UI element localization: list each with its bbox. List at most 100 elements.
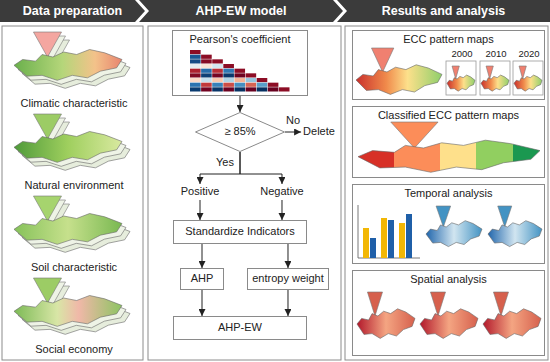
flow-arrow [202, 244, 203, 268]
flow-arrow [200, 200, 201, 220]
node-label: Standardize Indicators [185, 225, 294, 238]
flow-arrow [240, 152, 282, 184]
heatmap-cell [212, 69, 223, 73]
node-label: AHP-EW model [196, 4, 287, 19]
basin-map [14, 132, 122, 163]
heatmap-cell [190, 83, 201, 87]
heatmap-cell [279, 87, 290, 91]
bar [370, 238, 376, 258]
map-wedge [493, 292, 508, 316]
node-label: Positive [181, 185, 220, 198]
heatmap-cell [201, 55, 212, 59]
heatmap-cell [234, 87, 245, 91]
basin-map [447, 75, 475, 91]
heatmap-cell [246, 87, 257, 91]
year-label: 2010 [485, 48, 506, 59]
heatmap-cell [268, 87, 279, 91]
heatmap-cell [190, 55, 201, 59]
map-wedge [33, 196, 61, 221]
node-label: Temporal analysis [404, 187, 492, 200]
heatmap-cell [201, 83, 212, 87]
heatmap-cell [246, 73, 257, 77]
node-label: Data preparation [23, 4, 122, 19]
basin-map [514, 75, 542, 91]
node-label: Classified ECC pattern maps [378, 109, 519, 122]
process-box: AHP [180, 268, 224, 290]
basin-map [358, 140, 540, 172]
flow-arrow [240, 96, 241, 112]
heatmap-cell [212, 78, 223, 82]
process-box: Standardize Indicators [173, 220, 307, 244]
column-panel [345, 26, 548, 360]
heatmap-cell [201, 73, 212, 77]
map-wedge [498, 206, 512, 227]
flow-arrow [200, 152, 240, 184]
map-tile: Social economy [8, 276, 140, 356]
header-chevron: Results and analysis [337, 0, 550, 22]
panel-box: Temporal analysis [352, 184, 545, 264]
year-label: 2000 [451, 48, 472, 59]
node-label: Delete [303, 125, 335, 138]
panel-box: Classified ECC pattern maps [352, 106, 545, 178]
heatmap-cell [257, 87, 268, 91]
flow-arrow [281, 200, 282, 220]
bar [406, 214, 412, 258]
column-panel [148, 26, 341, 360]
map-wedge [371, 48, 393, 72]
map-wedge [436, 206, 451, 227]
heatmap-cell [246, 83, 257, 87]
basin-map [488, 221, 542, 247]
heatmap-cell [190, 73, 201, 77]
basin-map [14, 50, 122, 81]
heatmap-cell [212, 83, 223, 87]
panel-box: ECC pattern maps200020102020 [352, 30, 545, 100]
map-wedge [452, 66, 459, 79]
heatmap-cell [190, 59, 201, 63]
node-label: ECC pattern maps [403, 33, 493, 46]
map-sheet [480, 61, 510, 95]
heatmap-cell [201, 64, 212, 68]
map-wedge [430, 292, 445, 316]
heatmap-cell [234, 78, 245, 82]
basin-map [426, 221, 482, 247]
node-label: Pearson's coefficient [190, 33, 291, 46]
bar [381, 218, 387, 258]
node-label: Negative [260, 185, 303, 198]
bar [388, 220, 394, 258]
heatmap-cell [212, 73, 223, 77]
map-tile: Natural environment [8, 112, 140, 192]
node-label: Climatic characteristic [21, 97, 128, 110]
map-sheet [446, 61, 476, 95]
heatmap-cell [190, 69, 201, 73]
map-wedge [391, 122, 438, 148]
heatmap-cell [212, 64, 223, 68]
map-sheet [513, 61, 543, 95]
node-shape [196, 113, 285, 152]
heatmap-cell [223, 87, 234, 91]
node-label: Spatial analysis [410, 273, 486, 286]
heatmap-cell [212, 59, 223, 63]
heatmap-cell [190, 78, 201, 82]
process-box: entropy weight [247, 268, 329, 290]
node-label: ≥ 85% [224, 125, 255, 138]
node-shape [0, 0, 145, 22]
map-wedge [33, 32, 61, 57]
panel-box: Pearson's coefficient [172, 30, 308, 96]
basin-map [356, 65, 442, 95]
heatmap-cell [201, 59, 212, 63]
basin-map [14, 214, 122, 245]
map-wedge [519, 66, 526, 79]
node-shape [337, 0, 550, 22]
map-tile: Soil characteristic [8, 194, 140, 274]
decoration [2, 26, 548, 360]
flow-label: Delete [301, 124, 337, 140]
map-wedge [367, 292, 382, 316]
heatmap-cell [201, 69, 212, 73]
node-label: Natural environment [24, 179, 123, 192]
flow-arrow [287, 290, 288, 316]
flow-label: Negative [258, 184, 305, 200]
heatmap-cell [190, 87, 201, 91]
basin-map [357, 309, 415, 339]
